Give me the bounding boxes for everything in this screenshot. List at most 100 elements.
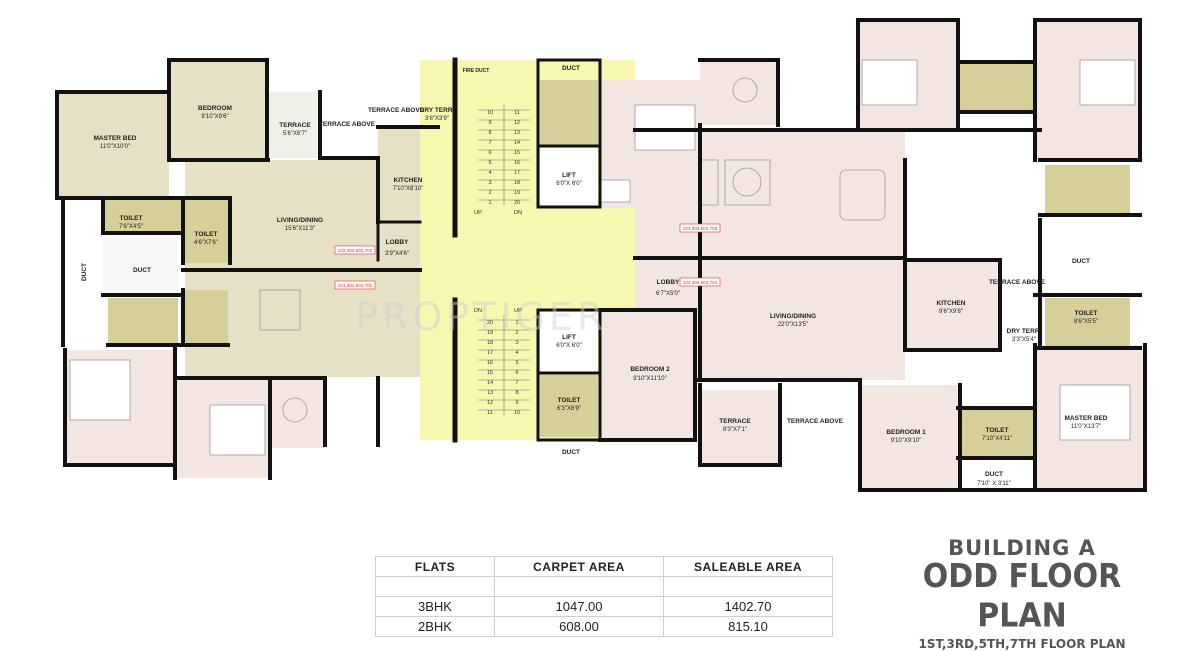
room-name: LIVING/DINING <box>770 313 816 320</box>
terrace-sw-area <box>270 378 325 448</box>
room-dim: 5'6"X6'7" <box>283 131 307 137</box>
stair-numbers: 10 9 8 7 6 5 4 3 2 1 11 12 13 14 15 16 1… <box>474 110 522 416</box>
room-name: DRY TERR. <box>1007 328 1042 335</box>
svg-text:20: 20 <box>514 200 520 206</box>
watermark: PROPTIGER <box>355 295 607 339</box>
room-dim: 7'10"X8'10" <box>393 186 424 192</box>
col-header-flats: FLATS <box>375 556 495 577</box>
room-name: FIRE DUCT <box>463 68 490 74</box>
room-name: DUCT <box>81 263 88 281</box>
bedroom-nw-area <box>170 60 267 160</box>
bedroom2-area <box>600 310 695 440</box>
toilet-e2-fill <box>958 408 1033 458</box>
room-name: DUCT <box>133 267 151 274</box>
flat-id-w1: 102,302,502,702 <box>338 248 373 253</box>
bedroom1-area <box>860 385 960 490</box>
room-labels: MASTER BED 11'0"X10'0" BEDROOM 9'10"X9'6… <box>81 65 1108 487</box>
svg-text:17: 17 <box>487 350 493 356</box>
kitchen-e-area <box>905 260 1000 350</box>
room-name: KITCHEN <box>394 177 423 184</box>
room-name: BEDROOM 2 <box>630 366 670 373</box>
svg-text:14: 14 <box>487 380 493 386</box>
room-dim: 3'3"X5'4" <box>1012 337 1036 343</box>
svg-text:14: 14 <box>514 140 520 146</box>
svg-text:17: 17 <box>514 170 520 176</box>
table-cell: 1047.00 <box>494 596 664 617</box>
col-header-carpet: CARPET AREA <box>494 556 664 577</box>
duct-e-fill <box>1035 220 1135 295</box>
room-dim: 11'0"X13'7" <box>1071 424 1101 430</box>
svg-text:UP: UP <box>474 210 482 216</box>
svg-text:4: 4 <box>488 170 491 176</box>
room-dim: 9'10"X9'6" <box>201 114 228 120</box>
svg-text:16: 16 <box>514 160 520 166</box>
lift-bottom-fill <box>540 312 598 372</box>
room-name: DUCT <box>562 65 580 72</box>
svg-text:7: 7 <box>515 380 518 386</box>
flat-id-e1: 103,303,503,703 <box>683 226 718 231</box>
svg-text:20: 20 <box>487 320 493 326</box>
svg-text:15: 15 <box>514 150 520 156</box>
furniture <box>69 59 1136 456</box>
room-dim: 4'6"X7'6" <box>194 240 218 246</box>
room-dim: 8'3"X7'1" <box>723 427 747 433</box>
room-dim: 7'10" X 3'11" <box>977 481 1010 487</box>
room-name: LIFT <box>562 172 576 179</box>
staircase <box>478 105 530 415</box>
title-block: BUILDING A ODD FLOOR PLAN 1ST,3RD,5TH,7T… <box>902 535 1142 651</box>
toilet-c-fill <box>540 375 598 437</box>
room-name: KITCHEN <box>937 300 966 307</box>
room-name: MASTER BED <box>1065 415 1108 422</box>
toilet-w4-fill <box>183 290 228 345</box>
room-name: TERRACE ABOVE <box>787 418 844 425</box>
svg-text:2: 2 <box>515 330 518 336</box>
room-dim: 6'7"X5'0" <box>656 291 680 297</box>
svg-text:9: 9 <box>515 400 518 406</box>
room-dim: 7'10"X4'11" <box>982 436 1012 442</box>
room-dim: 6'0"X 6'0" <box>556 343 582 349</box>
svg-text:7: 7 <box>488 140 491 146</box>
room-dim: 8'6"X5'5" <box>1074 319 1098 325</box>
room-name: BEDROOM <box>198 105 232 112</box>
room-dim: 9'6"X9'8" <box>939 309 963 315</box>
toilet-e1-fill <box>1045 298 1130 348</box>
svg-text:11: 11 <box>514 110 520 116</box>
svg-text:10: 10 <box>487 110 493 116</box>
svg-text:15: 15 <box>487 370 493 376</box>
building-title: BUILDING A <box>948 536 1096 560</box>
room-name: TOILET <box>120 215 143 222</box>
toilet-w2-fill <box>183 198 228 263</box>
room-name: TERRACE ABOVE <box>368 107 425 114</box>
room-dim: 3'9"X4'6" <box>385 251 409 257</box>
svg-text:6: 6 <box>515 370 518 376</box>
room-name: DUCT <box>1072 258 1090 265</box>
svg-text:12: 12 <box>514 120 520 126</box>
room-dim: 6'3"X6'9" <box>557 406 581 412</box>
room-name: TOILET <box>1075 310 1098 317</box>
svg-text:19: 19 <box>514 190 520 196</box>
svg-text:3: 3 <box>488 180 491 186</box>
toilet-w3-fill <box>108 298 178 343</box>
svg-text:1: 1 <box>515 320 518 326</box>
svg-text:2: 2 <box>488 190 491 196</box>
toilet-top-fill <box>540 80 598 145</box>
room-dim: 9'10"X11'10" <box>633 376 666 382</box>
room-name: DUCT <box>562 449 580 456</box>
room-name: TERRACE <box>279 122 311 129</box>
col-header-saleable: SALEABLE AREA <box>663 556 833 577</box>
svg-text:10: 10 <box>514 410 520 416</box>
toilet-ne-fill <box>958 62 1033 112</box>
room-dim: 3'8"X3'9" <box>425 116 449 122</box>
floor-subtitle: 1ST,3RD,5TH,7TH FLOOR PLAN <box>918 637 1126 651</box>
svg-text:8: 8 <box>515 390 518 396</box>
room-dim: 6'0"X 6'0" <box>556 181 582 187</box>
svg-text:6: 6 <box>488 150 491 156</box>
room-dim: 9'10"X9'10" <box>891 438 922 444</box>
svg-text:3: 3 <box>515 340 518 346</box>
table-row: 2BHK 608.00 815.10 <box>375 616 833 637</box>
room-name: TERRACE <box>719 418 751 425</box>
svg-text:11: 11 <box>487 410 493 416</box>
room-dim: 15'6"X11'3" <box>285 226 315 232</box>
toilet-w1-fill <box>103 198 183 233</box>
table-row-spacer <box>375 576 833 597</box>
